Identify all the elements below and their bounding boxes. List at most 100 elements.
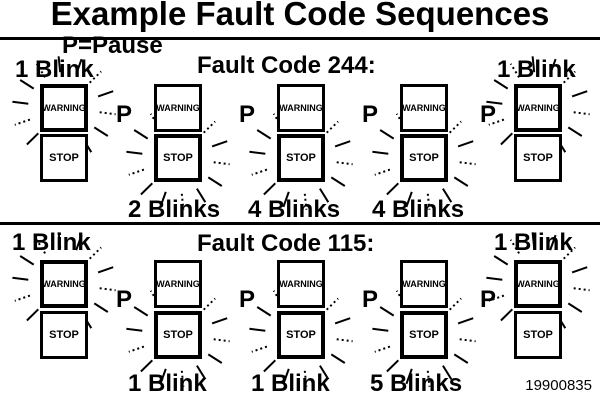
blink-ray xyxy=(567,302,583,313)
blink-ray xyxy=(405,191,413,208)
blink-ray xyxy=(75,58,83,75)
blink-ray xyxy=(75,234,83,251)
blink-ray xyxy=(531,232,536,249)
blink-ray xyxy=(263,182,277,196)
blink-ray xyxy=(133,129,149,140)
fault-code-115-title: Fault Code 115: xyxy=(197,230,375,257)
blink-ray xyxy=(486,100,503,105)
blink-ray xyxy=(202,297,216,311)
stop-lamp: STOP xyxy=(514,311,562,359)
blink-ray xyxy=(405,368,413,385)
blink-ray xyxy=(12,276,29,281)
blink-ray xyxy=(453,353,469,364)
blink-ray xyxy=(319,188,330,203)
step-4-label: 4 Blinks xyxy=(372,196,465,223)
blink-ray xyxy=(26,308,40,322)
blink-ray xyxy=(88,246,102,260)
blink-ray xyxy=(207,353,223,364)
figure-code: 19900835 xyxy=(525,377,592,394)
blink-ray xyxy=(330,176,346,187)
blink-ray xyxy=(571,90,588,98)
blink-ray xyxy=(493,255,509,266)
blink-ray xyxy=(93,126,109,137)
blink-ray xyxy=(196,188,207,203)
blink-ray xyxy=(325,297,339,311)
blink-ray xyxy=(459,161,476,166)
blink-ray xyxy=(202,120,216,134)
step-5-label: 1 Blink xyxy=(494,229,573,256)
warning-lamp: WARNING xyxy=(40,84,88,132)
blink-ray xyxy=(325,120,339,134)
fault-code-244-title: Fault Code 244: xyxy=(197,52,376,79)
blink-ray xyxy=(14,118,31,126)
blink-ray xyxy=(263,359,277,373)
blink-ray xyxy=(26,132,40,146)
pause-marker: P xyxy=(116,101,133,128)
blink-ray xyxy=(97,90,114,98)
stop-lamp: STOP xyxy=(514,134,562,182)
diagram-title: Example Fault Code Sequences xyxy=(50,0,550,32)
blink-ray xyxy=(19,79,35,90)
blink-ray xyxy=(282,368,290,385)
blink-ray xyxy=(207,176,223,187)
blink-ray xyxy=(159,368,167,385)
warning-lamp: WARNING xyxy=(277,84,325,132)
blink-ray xyxy=(493,79,509,90)
blink-ray xyxy=(319,365,330,380)
stop-lamp: STOP xyxy=(40,311,88,359)
blink-ray xyxy=(140,182,154,196)
blink-ray xyxy=(571,266,588,274)
blink-ray xyxy=(128,345,145,353)
step-3-label: 4 Blinks xyxy=(248,196,341,223)
blink-ray xyxy=(99,111,116,116)
blink-ray xyxy=(128,168,145,176)
blink-ray xyxy=(57,232,62,249)
blink-ray xyxy=(126,150,143,155)
blink-ray xyxy=(573,111,590,116)
blink-ray xyxy=(99,287,116,292)
blink-ray xyxy=(196,365,207,380)
blink-ray xyxy=(133,306,149,317)
blink-ray xyxy=(251,345,268,353)
blink-ray xyxy=(14,294,31,302)
blink-ray xyxy=(374,168,391,176)
blink-ray xyxy=(334,317,351,325)
stop-lamp: STOP xyxy=(400,311,448,359)
pause-marker: P xyxy=(480,286,497,313)
pause-marker: P xyxy=(239,101,256,128)
top-divider xyxy=(0,37,600,40)
step-1-label: 1 Blink xyxy=(15,56,94,83)
warning-lamp: WARNING xyxy=(514,260,562,308)
stop-lamp: STOP xyxy=(154,134,202,182)
blink-ray xyxy=(459,338,476,343)
step-2-label: 1 Blink xyxy=(128,370,207,397)
blink-ray xyxy=(19,255,35,266)
warning-lamp: WARNING xyxy=(154,84,202,132)
blink-ray xyxy=(442,188,453,203)
stop-lamp: STOP xyxy=(277,134,325,182)
blink-ray xyxy=(573,287,590,292)
step-4-label: 5 Blinks xyxy=(370,370,463,397)
warning-lamp: WARNING xyxy=(514,84,562,132)
blink-ray xyxy=(448,120,462,134)
pause-marker: P xyxy=(239,286,256,313)
blink-ray xyxy=(249,150,266,155)
blink-ray xyxy=(213,161,230,166)
blink-ray xyxy=(251,168,268,176)
step-3-label: 1 Blink xyxy=(251,370,330,397)
blink-ray xyxy=(379,129,395,140)
blink-ray xyxy=(457,140,474,148)
middle-divider xyxy=(0,222,600,225)
blink-ray xyxy=(386,359,400,373)
blink-ray xyxy=(372,150,389,155)
warning-lamp: WARNING xyxy=(400,260,448,308)
blink-ray xyxy=(159,191,167,208)
blink-ray xyxy=(379,306,395,317)
blink-ray xyxy=(97,266,114,274)
blink-ray xyxy=(453,176,469,187)
blink-ray xyxy=(567,126,583,137)
step-1-label: 1 Blink xyxy=(12,229,91,256)
blink-ray xyxy=(211,317,228,325)
blink-ray xyxy=(372,327,389,332)
pause-marker: P xyxy=(116,286,133,313)
